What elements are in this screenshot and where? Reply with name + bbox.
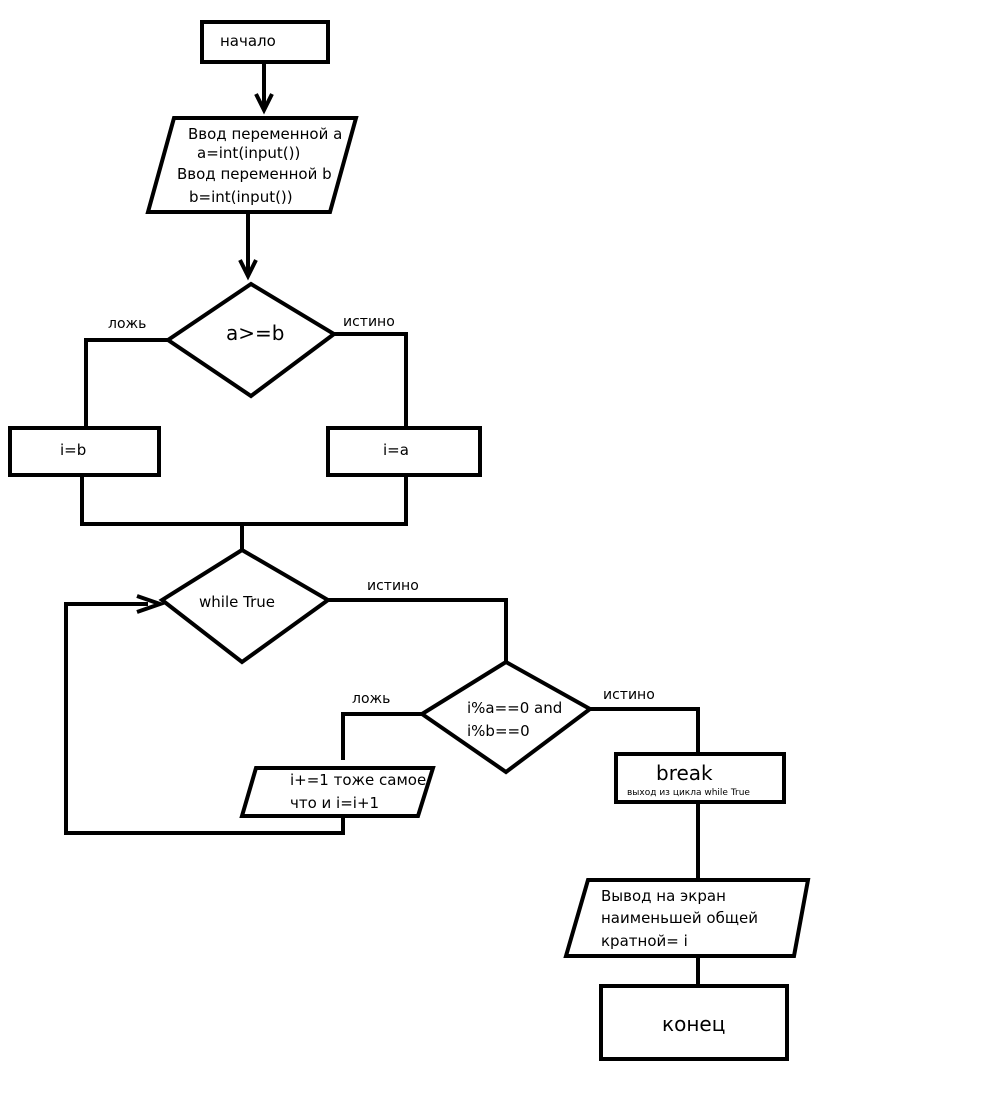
loop-label: while True [199,593,275,611]
input-parallelogram [145,116,359,214]
connector-mod-true [590,707,700,754]
increment-line-2: что и i=i+1 [290,794,379,812]
output-line-3: кратной= i [601,932,688,950]
assign-b-rect [8,426,161,477]
output-block: Вывод на экран наименьшей общей кратной=… [563,878,811,958]
connector-condition-true [334,332,408,428]
start-block: начало [200,20,330,64]
end-block: конец [599,984,789,1061]
break-note: выход из цикла while True [627,788,750,798]
end-terminal [599,984,789,1061]
connector-condition-false [84,338,168,428]
connector-loop-true [328,598,508,662]
condition-ab: a>=b ложь истино [108,281,395,399]
assign-a-label: i=a [383,441,409,459]
increment-parallelogram [239,766,436,818]
condition-mod-diamond [418,659,594,775]
start-label: начало [220,32,276,50]
assign-b-label: i=b [60,441,86,459]
condition-mod-true-label: истино [603,687,655,703]
break-block: break выход из цикла while True [614,752,786,804]
assign-a-block: i=a [326,426,482,477]
condition-ab-diamond [164,281,338,399]
increment-line-1: i+=1 тоже самое [290,771,426,789]
end-label: конец [662,1012,725,1036]
input-line-1: Ввод переменной a [188,125,342,143]
output-parallelogram [563,878,811,958]
break-rect [614,752,786,804]
connector-loop-back [64,602,345,835]
loop-block: while True истино [158,547,419,665]
loop-diamond [158,547,332,665]
condition-ab-label: a>=b [226,321,284,345]
input-line-2: a=int(input()) [197,144,300,162]
input-line-3: Ввод переменной b [177,165,332,183]
break-label: break [656,761,713,785]
arrow-head-icon [254,93,274,115]
connectors [64,62,700,986]
condition-mod-line-1: i%a==0 and [467,699,562,717]
condition-ab-true-label: истино [343,314,395,330]
output-line-1: Вывод на экран [601,887,726,905]
condition-mod: i%a==0 and i%b==0 ложь истино [352,659,655,775]
condition-ab-false-label: ложь [108,316,146,332]
connector-branch-merge [80,475,408,526]
output-line-2: наименьшей общей [601,909,758,927]
arrow-head-icon [238,259,258,281]
input-block: Ввод переменной a a=int(input()) Ввод пе… [145,116,359,214]
assign-a-rect [326,426,482,477]
connector-mod-false [341,712,422,760]
arrow-head-icon [136,594,167,614]
assign-b-block: i=b [8,426,161,477]
condition-mod-line-2: i%b==0 [467,722,530,740]
input-line-4: b=int(input()) [189,188,293,206]
loop-true-label: истино [367,578,419,594]
condition-mod-false-label: ложь [352,691,390,707]
start-terminal [200,20,330,64]
increment-block: i+=1 тоже самое что и i=i+1 [239,766,436,818]
